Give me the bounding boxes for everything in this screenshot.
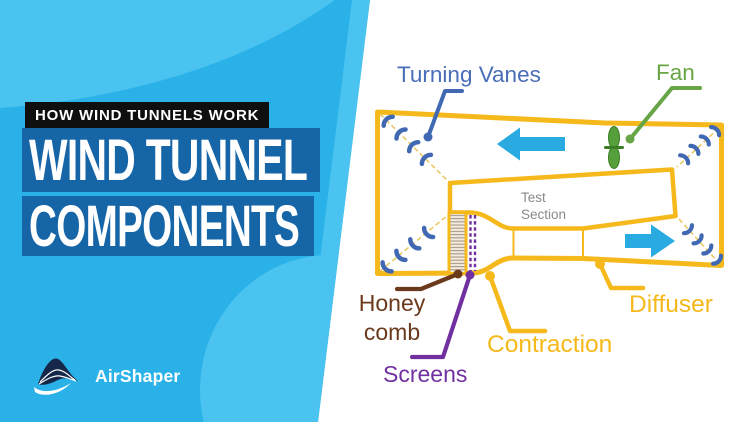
label-honeycomb-line2: comb xyxy=(363,318,421,345)
label-test-section-line2: Section xyxy=(521,206,567,222)
title-box-line2: COMPONENTS xyxy=(22,196,314,256)
leader-fan xyxy=(625,86,702,144)
test-section-dividers xyxy=(512,230,584,258)
label-diffuser: Diffuser xyxy=(629,291,713,318)
kicker-bar: HOW WIND TUNNELS WORK xyxy=(25,102,270,128)
title-box-line1: WIND TUNNEL xyxy=(22,128,320,192)
title-line1: WIND TUNNEL xyxy=(29,126,308,193)
label-turning-vanes: Turning Vanes xyxy=(397,62,541,87)
label-test-section-line1: Test xyxy=(521,190,546,205)
label-contraction: Contraction xyxy=(487,331,613,358)
label-test-section: Test Section xyxy=(521,190,566,223)
label-fan: Fan xyxy=(656,60,695,85)
diagonal-top-left xyxy=(379,113,449,182)
flow-arrow-right-icon xyxy=(625,224,675,258)
brand-name: AirShaper xyxy=(95,366,181,386)
kicker-text: HOW WIND TUNNELS WORK xyxy=(35,107,260,124)
screens-element xyxy=(469,215,477,271)
leader-honeycomb xyxy=(394,269,463,292)
honeycomb-element xyxy=(447,211,468,275)
diagonal-bottom-right xyxy=(678,218,719,263)
label-honeycomb-line1: Honey xyxy=(358,290,426,316)
label-honeycomb: Honey comb xyxy=(352,289,432,346)
title-line2: COMPONENTS xyxy=(29,192,300,259)
turning-vanes-bottom-left xyxy=(380,225,436,274)
flow-arrow-left-icon xyxy=(497,127,565,161)
turning-vanes-top-right xyxy=(678,125,722,166)
turning-vanes-bottom-right xyxy=(681,223,724,266)
leader-turning-vanes xyxy=(423,89,464,142)
leader-screens xyxy=(409,270,475,360)
leader-contraction xyxy=(485,271,548,334)
leader-diffuser xyxy=(595,259,646,291)
label-screens: Screens xyxy=(383,361,468,387)
inner-island-outline xyxy=(447,167,678,231)
airshaper-logo-icon xyxy=(34,358,78,395)
fan-icon xyxy=(604,126,624,169)
turning-vanes-top-left xyxy=(381,114,434,167)
diagonal-bottom-left xyxy=(379,214,449,272)
